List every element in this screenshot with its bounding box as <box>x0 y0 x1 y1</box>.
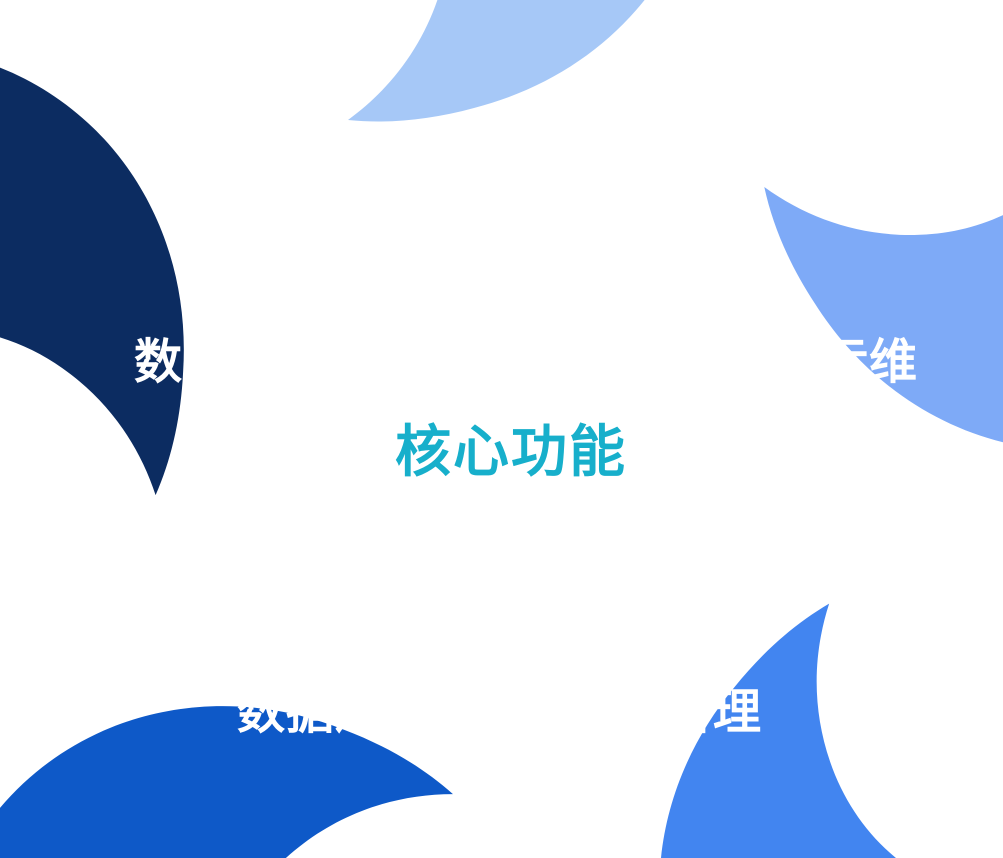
segment-model-management[interactable] <box>537 554 1003 858</box>
center-hub <box>347 277 673 603</box>
segment-data-connection[interactable] <box>0 581 521 858</box>
segment-data-collection[interactable] <box>266 0 708 122</box>
segment-task-operations[interactable] <box>737 0 1003 529</box>
segment-data-service[interactable] <box>0 0 268 574</box>
